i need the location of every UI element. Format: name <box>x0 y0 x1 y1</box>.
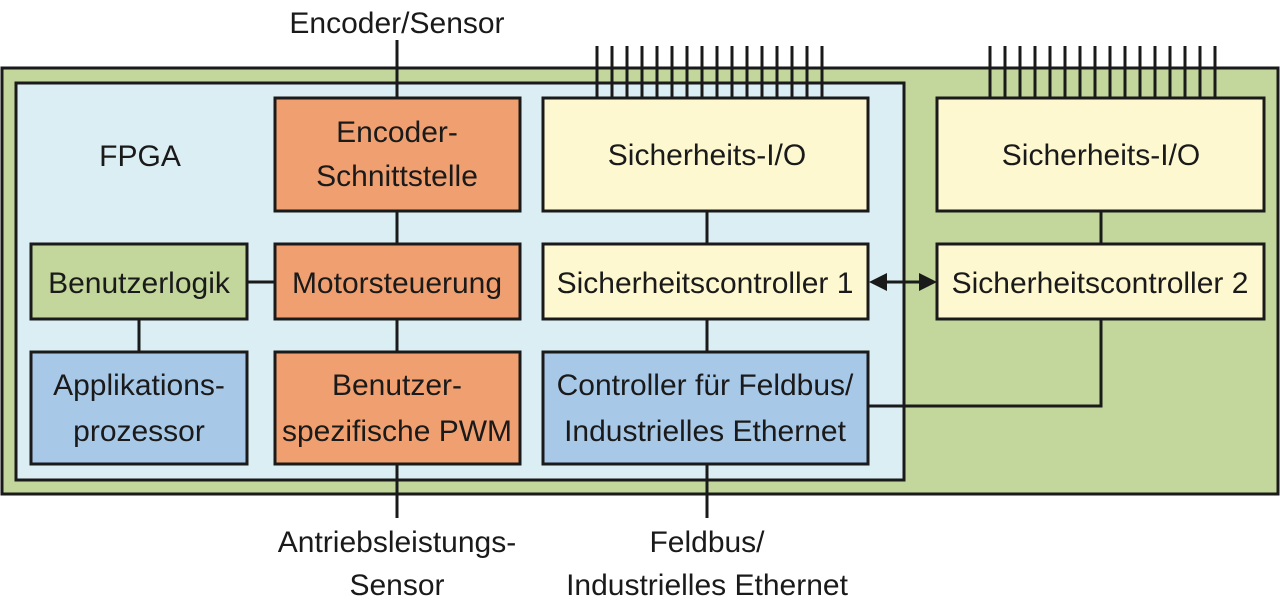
encoder-interface-label-line2: Schnittstelle <box>316 160 478 193</box>
user-logic-label: Benutzerlogik <box>48 267 231 300</box>
safety-controller-1-label: Sicherheitscontroller 1 <box>557 267 854 300</box>
fieldbus-label-line1: Feldbus/ <box>649 526 765 559</box>
custom-pwm-label-line2: spezifische PWM <box>282 415 512 448</box>
safety-io-1-label: Sicherheits-I/O <box>608 139 806 172</box>
drive-power-sensor-label-line1: Antriebsleistungs- <box>278 526 516 559</box>
encoder-sensor-label: Encoder/Sensor <box>289 7 504 40</box>
app-processor-label-line1: Applikations- <box>53 369 225 402</box>
fpga-label: FPGA <box>99 140 181 173</box>
fieldbus-controller-label-line1: Controller für Feldbus/ <box>557 369 854 402</box>
safety-controller-2-block: Sicherheitscontroller 2 <box>935 242 1266 321</box>
custom-pwm-block: Benutzer- spezifische PWM <box>273 350 522 466</box>
safety-io-2-block: Sicherheits-I/O <box>935 96 1266 213</box>
app-processor-label-line2: prozessor <box>73 415 205 448</box>
pin-comb-icon <box>595 46 824 98</box>
motor-control-label: Motorsteuerung <box>292 267 502 300</box>
fieldbus-controller-block: Controller für Feldbus/ Industrielles Et… <box>541 350 870 466</box>
safety-controller-1-block: Sicherheitscontroller 1 <box>541 242 870 321</box>
motor-control-block: Motorsteuerung <box>273 242 522 321</box>
connection-wires <box>137 40 1103 518</box>
safety-io-1-block: Sicherheits-I/O <box>541 96 870 213</box>
user-logic-block: Benutzerlogik <box>29 242 249 321</box>
wire-controller2-fieldbus <box>868 319 1103 408</box>
encoder-interface-label-line1: Encoder- <box>336 116 458 149</box>
encoder-interface-block: Encoder- Schnittstelle <box>273 96 522 213</box>
pin-comb-icon <box>988 46 1217 98</box>
drive-power-sensor-label-line2: Sensor <box>349 569 444 602</box>
custom-pwm-label-line1: Benutzer- <box>332 369 462 402</box>
safety-controller-2-label: Sicherheitscontroller 2 <box>952 267 1249 300</box>
safety-io-2-label: Sicherheits-I/O <box>1002 139 1200 172</box>
fieldbus-label-line2: Industrielles Ethernet <box>566 569 848 602</box>
fieldbus-controller-label-line2: Industrielles Ethernet <box>564 415 846 448</box>
app-processor-block: Applikations- prozessor <box>29 350 249 466</box>
